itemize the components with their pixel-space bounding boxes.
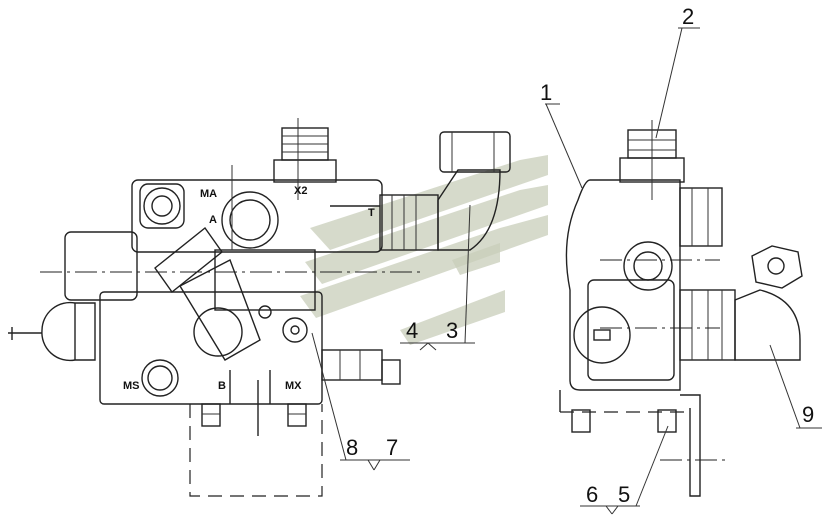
callout-9: 9 bbox=[802, 402, 814, 427]
callout-8: 8 bbox=[346, 435, 358, 460]
side-view bbox=[559, 120, 803, 497]
port-label-ma: MA bbox=[200, 188, 217, 200]
callout-3: 3 bbox=[446, 318, 458, 343]
port-label-x2: X2 bbox=[294, 185, 307, 197]
callout-7: 7 bbox=[386, 435, 398, 460]
port-label-ms: MS bbox=[123, 380, 140, 392]
leader-lines bbox=[311, 27, 822, 515]
port-label-t: T bbox=[368, 207, 375, 219]
callout-5: 5 bbox=[618, 482, 630, 507]
callout-2: 2 bbox=[682, 4, 694, 29]
watermark-logo bbox=[300, 155, 548, 345]
callout-6: 6 bbox=[586, 482, 598, 507]
callout-1: 1 bbox=[540, 80, 552, 105]
callout-4: 4 bbox=[406, 318, 418, 343]
port-label-mx: MX bbox=[285, 380, 302, 392]
front-view bbox=[8, 118, 511, 497]
port-label-a: A bbox=[209, 214, 217, 226]
port-label-b: B bbox=[218, 380, 226, 392]
